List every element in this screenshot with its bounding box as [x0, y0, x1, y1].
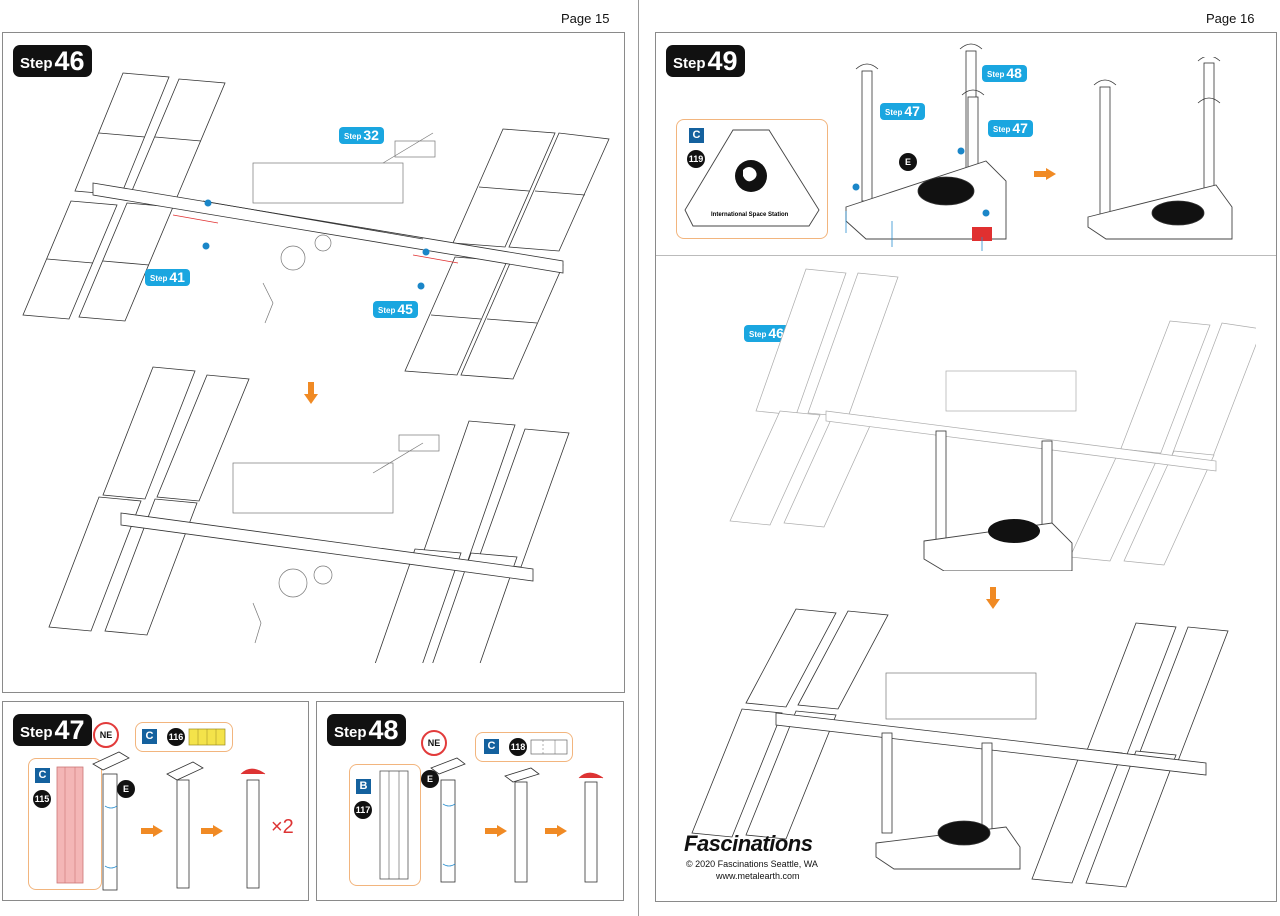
step-47-panel: Step 47 C 115 NE C 116 E	[2, 701, 309, 901]
part-118-number: 118	[509, 738, 527, 756]
callout-number: 32	[363, 127, 379, 143]
callout-word: Step	[749, 330, 767, 339]
part-116-drawing	[188, 728, 226, 746]
step-45-callout: Step 45	[373, 301, 418, 318]
step-41-callout: Step 41	[145, 269, 190, 286]
step-46-panel: Step 46	[2, 32, 625, 693]
website-url: www.metalearth.com	[716, 871, 800, 881]
iss-on-stand-exploded-drawing	[729, 268, 1256, 571]
ne-label: NE	[93, 722, 119, 748]
callout-word: Step	[378, 306, 396, 315]
part-115-box: C 115	[28, 758, 102, 890]
brand-logo: Fascinations	[684, 831, 813, 856]
sheet-b-label: B	[356, 779, 371, 794]
step-word: Step	[20, 55, 53, 72]
right-arrow-icon	[141, 825, 163, 837]
step-48-panel: Step 48 B 117 NE C 118 E	[316, 701, 624, 901]
right-arrow-icon	[201, 825, 223, 837]
right-arrow-icon	[1034, 168, 1056, 180]
base-label: International Space Station	[711, 212, 789, 218]
step-word: Step	[673, 55, 706, 72]
part-117-box: B 117	[349, 764, 421, 886]
e-label: E	[899, 153, 917, 171]
pillar-assembly-drawing	[430, 757, 604, 883]
step-46-callout: Step 46	[744, 325, 789, 342]
right-arrow-icon	[485, 825, 507, 837]
times-two-label: ×2	[271, 816, 294, 838]
base-plate-drawing: International Space Station	[684, 129, 820, 227]
step-number: 46	[54, 46, 85, 76]
callout-number: 45	[397, 301, 413, 317]
part-116-number: 116	[167, 728, 185, 746]
step-word: Step	[334, 724, 367, 741]
stand-assembled-drawing	[1087, 57, 1233, 240]
down-arrow-icon	[304, 382, 318, 404]
pillar-assembly-drawing	[92, 751, 266, 891]
page-divider	[638, 0, 639, 916]
sheet-c-label: C	[484, 739, 499, 754]
callout-word: Step	[344, 132, 362, 141]
right-arrow-icon	[545, 825, 567, 837]
step-32-callout: Step 32	[339, 127, 384, 144]
e-label: E	[117, 780, 135, 798]
section-divider	[656, 255, 1276, 256]
step-47-badge: Step 47	[13, 714, 92, 746]
part-118-box: C 118	[475, 732, 573, 762]
ne-label: NE	[421, 730, 447, 756]
iss-assembled-drawing	[48, 366, 570, 663]
sheet-c-label: C	[689, 128, 704, 143]
callout-number: 46	[768, 325, 784, 341]
step-49-panel: Step 49 C 119 International Space Statio…	[655, 32, 1277, 902]
page-number-right: Page 16	[1206, 11, 1255, 26]
callout-number: 47	[904, 103, 920, 119]
callout-number: 47	[1012, 120, 1028, 136]
page-number-left: Page 15	[561, 11, 610, 26]
iss-on-stand-final-drawing	[691, 608, 1229, 888]
step-49-badge: Step 49	[666, 45, 745, 77]
step-number: 47	[54, 715, 85, 745]
part-115-number: 115	[33, 790, 51, 808]
callout-word: Step	[987, 70, 1005, 79]
step-word: Step	[20, 724, 53, 741]
step-47-callout-right: Step 47	[988, 120, 1033, 137]
iss-exploded-drawing	[22, 72, 610, 380]
part-119-number: 119	[687, 150, 705, 168]
sheet-c-label: C	[142, 729, 157, 744]
callout-word: Step	[150, 274, 168, 283]
sheet-c-label: C	[35, 768, 50, 783]
copyright-text: © 2020 Fascinations Seattle, WA	[686, 859, 818, 869]
step-number: 48	[368, 715, 399, 745]
step-number: 49	[707, 46, 738, 76]
part-118-drawing	[530, 739, 568, 755]
callout-number: 41	[169, 269, 185, 285]
part-117-drawing	[379, 770, 409, 880]
step-48-callout: Step 48	[982, 65, 1027, 82]
part-119-box: C 119 International Space Station	[676, 119, 828, 239]
step-48-badge: Step 48	[327, 714, 406, 746]
down-arrow-icon	[986, 587, 1000, 609]
callout-word: Step	[993, 125, 1011, 134]
stand-assembly-drawing	[845, 43, 1007, 251]
callout-number: 48	[1006, 65, 1022, 81]
part-117-number: 117	[354, 801, 372, 819]
callout-word: Step	[885, 108, 903, 117]
part-116-box: C 116	[135, 722, 233, 752]
step-47-callout-left: Step 47	[880, 103, 925, 120]
part-115-drawing	[56, 766, 84, 884]
e-label: E	[421, 770, 439, 788]
step-46-badge: Step 46	[13, 45, 92, 77]
